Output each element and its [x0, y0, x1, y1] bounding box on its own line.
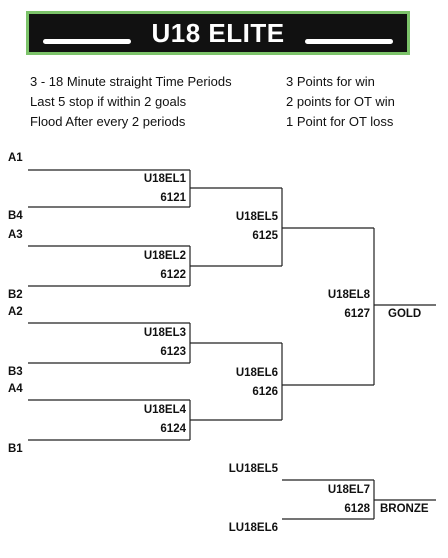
seed-label: B2 [8, 289, 23, 301]
seed-label: A3 [8, 229, 23, 241]
rule-line: Last 5 stop if within 2 goals [30, 94, 187, 109]
bronze-seed-label: LU18EL5 [228, 463, 278, 475]
banner-title: U18 ELITE [151, 18, 285, 48]
rule-line: 3 - 18 Minute straight Time Periods [30, 74, 232, 89]
game-code: U18EL3 [143, 327, 186, 339]
seed-label: A2 [8, 306, 23, 318]
game-number: 6121 [160, 192, 186, 204]
final-game-code: U18EL8 [327, 289, 370, 301]
points-line: 2 points for OT win [286, 94, 395, 109]
bronze-seed-label: LU18EL6 [228, 522, 278, 534]
brush-stroke-right [305, 39, 393, 44]
seed-label: B1 [8, 443, 23, 455]
game-number: 6125 [252, 230, 278, 242]
rule-line: Flood After every 2 periods [30, 114, 186, 129]
seed-label: A1 [8, 152, 23, 164]
final-game-number: 6127 [344, 308, 370, 320]
game-number: 6123 [160, 346, 186, 358]
seed-label: A4 [8, 383, 23, 395]
points-list: 3 Points for win 2 points for OT win 1 P… [286, 72, 395, 132]
points-line: 1 Point for OT loss [286, 114, 394, 129]
title-banner: U18 ELITE [26, 11, 410, 55]
rules-list: 3 - 18 Minute straight Time Periods Last… [30, 72, 232, 132]
game-code: U18EL2 [143, 250, 186, 262]
seed-label: B3 [8, 366, 23, 378]
game-number: 6124 [160, 423, 186, 435]
bronze-label: BRONZE [380, 503, 429, 515]
game-number: 6126 [252, 386, 278, 398]
bronze-game-number: 6128 [344, 503, 370, 515]
game-code: U18EL4 [143, 404, 186, 416]
gold-label: GOLD [388, 308, 422, 320]
brush-stroke-left [43, 39, 131, 44]
game-number: 6122 [160, 269, 186, 281]
points-line: 3 Points for win [286, 74, 375, 89]
game-code: U18EL5 [235, 211, 278, 223]
bronze-game-code: U18EL7 [327, 484, 370, 496]
game-code: U18EL1 [143, 173, 186, 185]
game-code: U18EL6 [235, 367, 278, 379]
seed-label: B4 [8, 210, 23, 222]
